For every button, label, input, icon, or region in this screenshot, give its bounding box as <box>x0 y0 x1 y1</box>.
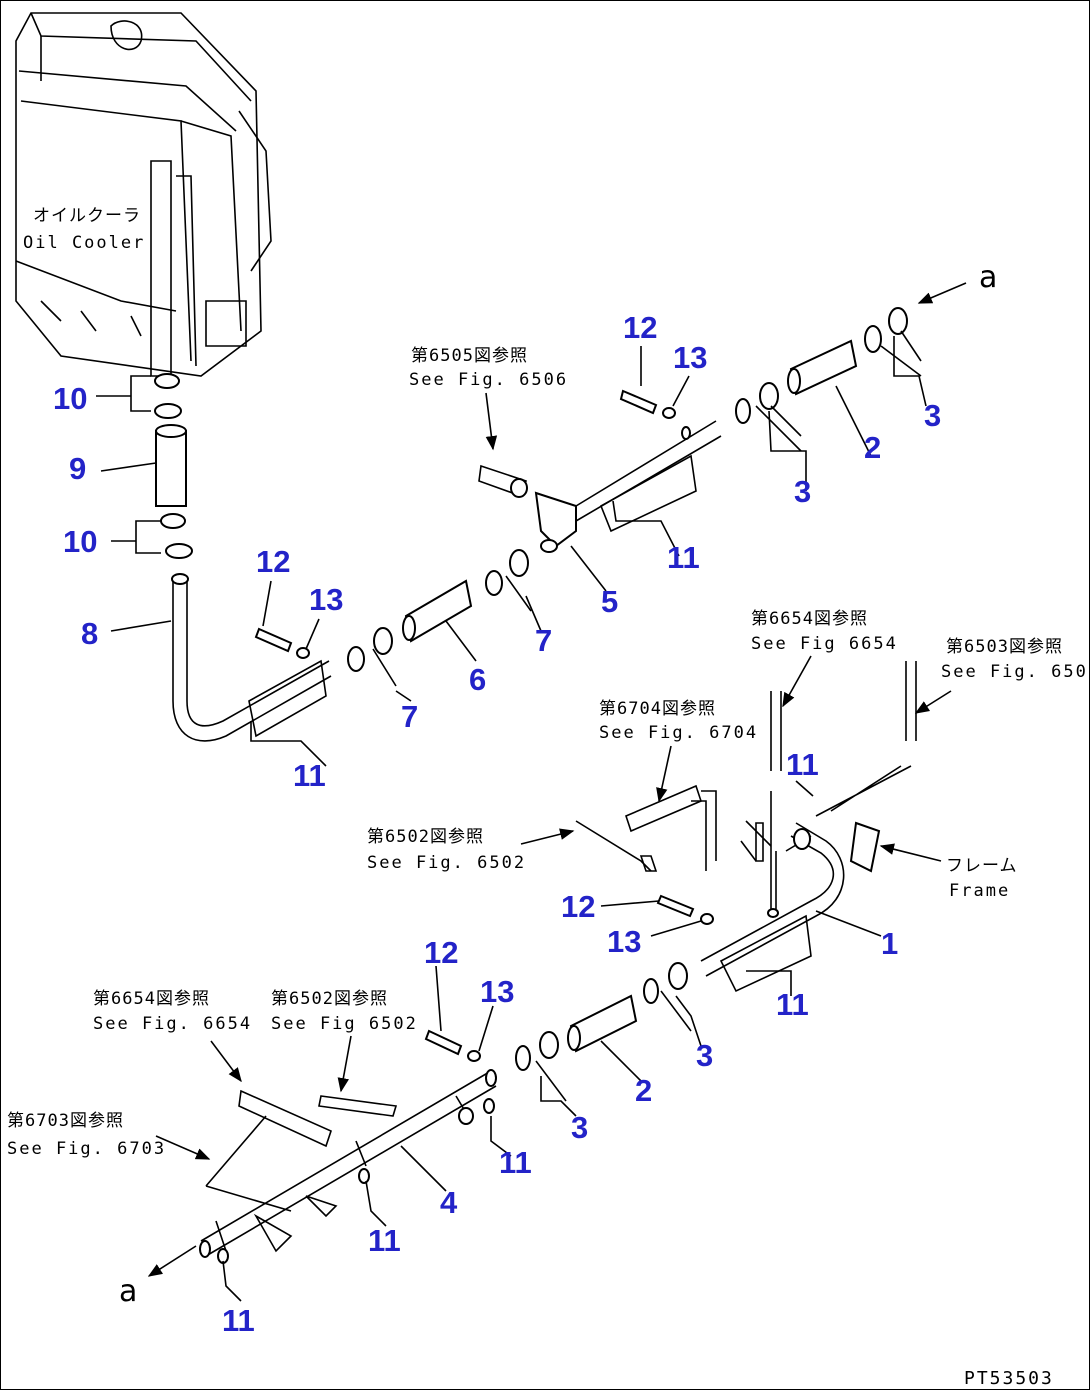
leader-lines <box>96 336 927 1302</box>
callout-13: 13 <box>309 582 343 617</box>
arrow-label-a-bottom: a <box>119 1274 137 1309</box>
callout-8: 8 <box>81 616 98 651</box>
reference-jp: 第6654図参照 <box>751 609 868 629</box>
callout-10: 10 <box>63 524 97 559</box>
frame-connections <box>575 661 917 872</box>
reference-jp: 第6505図参照 <box>411 346 528 366</box>
oil-cooler-drawing <box>15 12 272 377</box>
reference-6654-bottom: 第6654図参照 See Fig. 6654 <box>93 989 252 1034</box>
reference-6502-mid: 第6502図参照 See Fig. 6502 <box>367 827 526 873</box>
callout-13: 13 <box>607 924 641 959</box>
frame-label-jp: フレーム <box>946 856 1018 876</box>
reference-en: See Fig. 6502 <box>367 853 526 873</box>
reference-en: See Fig. 6654 <box>93 1014 252 1034</box>
callout-11: 11 <box>499 1145 532 1180</box>
callout-12: 12 <box>623 310 657 345</box>
callout-3: 3 <box>696 1038 713 1073</box>
lower-pipe-assembly <box>199 791 881 1264</box>
callout-11: 11 <box>667 540 700 575</box>
oil-cooler-label-jp: オイルクーラ <box>33 206 141 226</box>
callout-7: 7 <box>401 699 418 734</box>
callout-13: 13 <box>480 974 514 1009</box>
callout-3: 3 <box>924 398 941 433</box>
callout-11: 11 <box>368 1223 401 1258</box>
reference-6503: 第6503図参照 See Fig. 6503 <box>941 637 1090 682</box>
callout-12: 12 <box>424 935 458 970</box>
reference-en: See Fig 6654 <box>751 634 898 654</box>
reference-jp: 第6502図参照 <box>271 989 388 1009</box>
reference-en: See Fig 6502 <box>271 1014 418 1034</box>
frame-label-en: Frame <box>949 881 1010 901</box>
arrow-label-a-top: a <box>979 260 997 295</box>
callout-4: 4 <box>440 1185 458 1220</box>
reference-6502-bottom: 第6502図参照 See Fig 6502 <box>271 989 418 1034</box>
reference-en: See Fig. 6703 <box>7 1139 166 1159</box>
callout-5: 5 <box>601 584 618 619</box>
callout-11: 11 <box>776 987 809 1022</box>
callout-13: 13 <box>673 340 707 375</box>
part-number-callouts: 10 9 10 8 12 13 11 7 6 7 5 11 12 13 3 2 … <box>53 310 941 1338</box>
callout-12: 12 <box>256 544 290 579</box>
reference-jp: 第6704図参照 <box>599 699 716 719</box>
callout-7: 7 <box>535 623 552 658</box>
reference-jp: 第6502図参照 <box>367 827 484 847</box>
reference-jp: 第6703図参照 <box>7 1111 124 1131</box>
reference-en: See Fig. 6503 <box>941 662 1090 682</box>
reference-6703: 第6703図参照 See Fig. 6703 <box>7 1111 166 1159</box>
reference-6654-top: 第6654図参照 See Fig 6654 <box>751 609 898 654</box>
reference-jp: 第6654図参照 <box>93 989 210 1009</box>
oil-cooler-label-en: Oil Cooler <box>23 233 145 253</box>
frame-label: フレーム Frame <box>946 856 1018 901</box>
reference-6505: 第6505図参照 See Fig. 6506 <box>409 346 568 390</box>
callout-2: 2 <box>635 1073 652 1108</box>
callout-12: 12 <box>561 889 595 924</box>
reference-arrows <box>147 282 967 1277</box>
callout-9: 9 <box>69 451 86 486</box>
callout-3: 3 <box>571 1110 588 1145</box>
oil-cooler-label: オイルクーラ Oil Cooler <box>23 206 145 253</box>
drawing-code: PT53503 <box>964 1368 1054 1389</box>
reference-jp: 第6503図参照 <box>946 637 1063 657</box>
callout-2: 2 <box>864 430 881 465</box>
upper-pipe-assembly <box>154 307 922 742</box>
callout-3: 3 <box>794 474 811 509</box>
reference-en: See Fig. 6704 <box>599 723 758 743</box>
reference-6704: 第6704図参照 See Fig. 6704 <box>599 699 758 743</box>
callout-6: 6 <box>469 662 486 697</box>
callout-11: 11 <box>293 758 326 793</box>
callout-11: 11 <box>786 747 819 782</box>
callout-10: 10 <box>53 381 87 416</box>
reference-en: See Fig. 6506 <box>409 370 568 390</box>
callout-11: 11 <box>222 1303 255 1338</box>
callout-1: 1 <box>881 926 898 961</box>
